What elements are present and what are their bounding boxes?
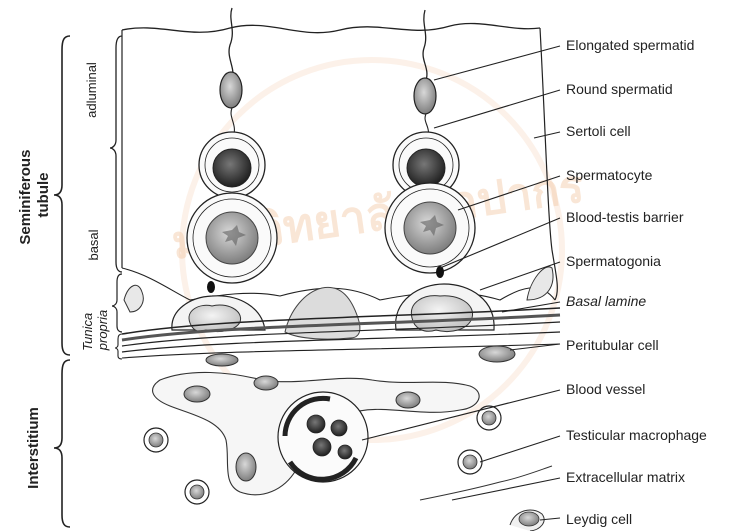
leader-extracellular-matrix (452, 478, 560, 500)
seminiferous-bracket (54, 36, 70, 355)
leader-sertoli-cell (534, 132, 560, 138)
basal-bracket (112, 274, 122, 332)
blood-vessel (278, 392, 368, 482)
label-blood-testis-barrier: Blood-testis barrier (566, 209, 684, 225)
interstitial-nucleus-3 (396, 392, 420, 408)
elongated-spermatid-left (220, 72, 242, 108)
blood-cell-2 (331, 420, 347, 436)
seminiferous-word-2: tubule (35, 173, 52, 218)
spermatogonium-left-nucleus (189, 305, 241, 332)
blood-cell-1 (307, 415, 325, 433)
label-spermatogonia: Spermatogonia (566, 253, 661, 269)
tunica-propria-label: Tunica propria (80, 309, 110, 351)
interstitium-label: Interstitium (25, 407, 42, 489)
leader-testicular-macrophage (480, 436, 560, 462)
tight-junction-left (207, 281, 215, 293)
label-basal-lamine: Basal lamine (566, 293, 646, 309)
adluminal-label: adluminal (84, 62, 99, 118)
elongated-spermatid-right (414, 78, 436, 114)
blood-cell-3 (313, 438, 331, 456)
round-spermatid-right-nucleus (407, 149, 445, 187)
macrophage-1-nucleus (149, 433, 163, 447)
label-extracellular-matrix: Extracellular matrix (566, 469, 685, 485)
macrophage-3-nucleus (482, 411, 496, 425)
germ-column-right (385, 10, 494, 332)
adluminal-bracket (110, 36, 122, 272)
label-blood-vessel: Blood vessel (566, 381, 645, 397)
tunica-bracket (115, 334, 122, 359)
seminiferous-word-1: Seminiferous (17, 150, 34, 245)
label-sertoli-cell: Sertoli cell (566, 123, 631, 139)
leydig-cell-nucleus (519, 512, 539, 526)
label-round-spermatid: Round spermatid (566, 81, 673, 97)
basal-label: basal (86, 229, 101, 260)
peritubular-cell-nucleus-2 (206, 354, 238, 366)
seminiferous-label: Seminiferous tubule (17, 145, 52, 244)
macrophage-4-nucleus (463, 455, 477, 469)
round-spermatid-left-nucleus (213, 149, 251, 187)
label-spermatocyte: Spermatocyte (566, 167, 653, 183)
tunica-word: Tunica (80, 313, 95, 351)
propria-word: propria (95, 310, 110, 351)
label-elongated-spermatid: Elongated spermatid (566, 37, 694, 53)
leader-round-spermatid (434, 90, 560, 128)
interstitium-bracket (54, 360, 70, 527)
macrophage-2-nucleus (190, 485, 204, 499)
elongated-spermatid-tail-left (229, 8, 233, 80)
interstitial-nucleus-4 (236, 453, 256, 481)
leader-elongated-spermatid (434, 46, 560, 80)
label-peritubular-cell: Peritubular cell (566, 337, 659, 353)
label-leydig-cell: Leydig cell (566, 511, 632, 527)
edge-cell-left (124, 285, 143, 312)
interstitial-nucleus-1 (184, 386, 210, 402)
interstitial-nucleus-2 (254, 376, 278, 390)
lumen-edge (122, 23, 540, 32)
label-testicular-macrophage: Testicular macrophage (566, 427, 707, 443)
extracellular-matrix-fiber (420, 466, 552, 500)
leader-lines (362, 46, 560, 520)
peritubular-cell-nucleus (479, 346, 515, 362)
blood-cell-4 (338, 445, 352, 459)
